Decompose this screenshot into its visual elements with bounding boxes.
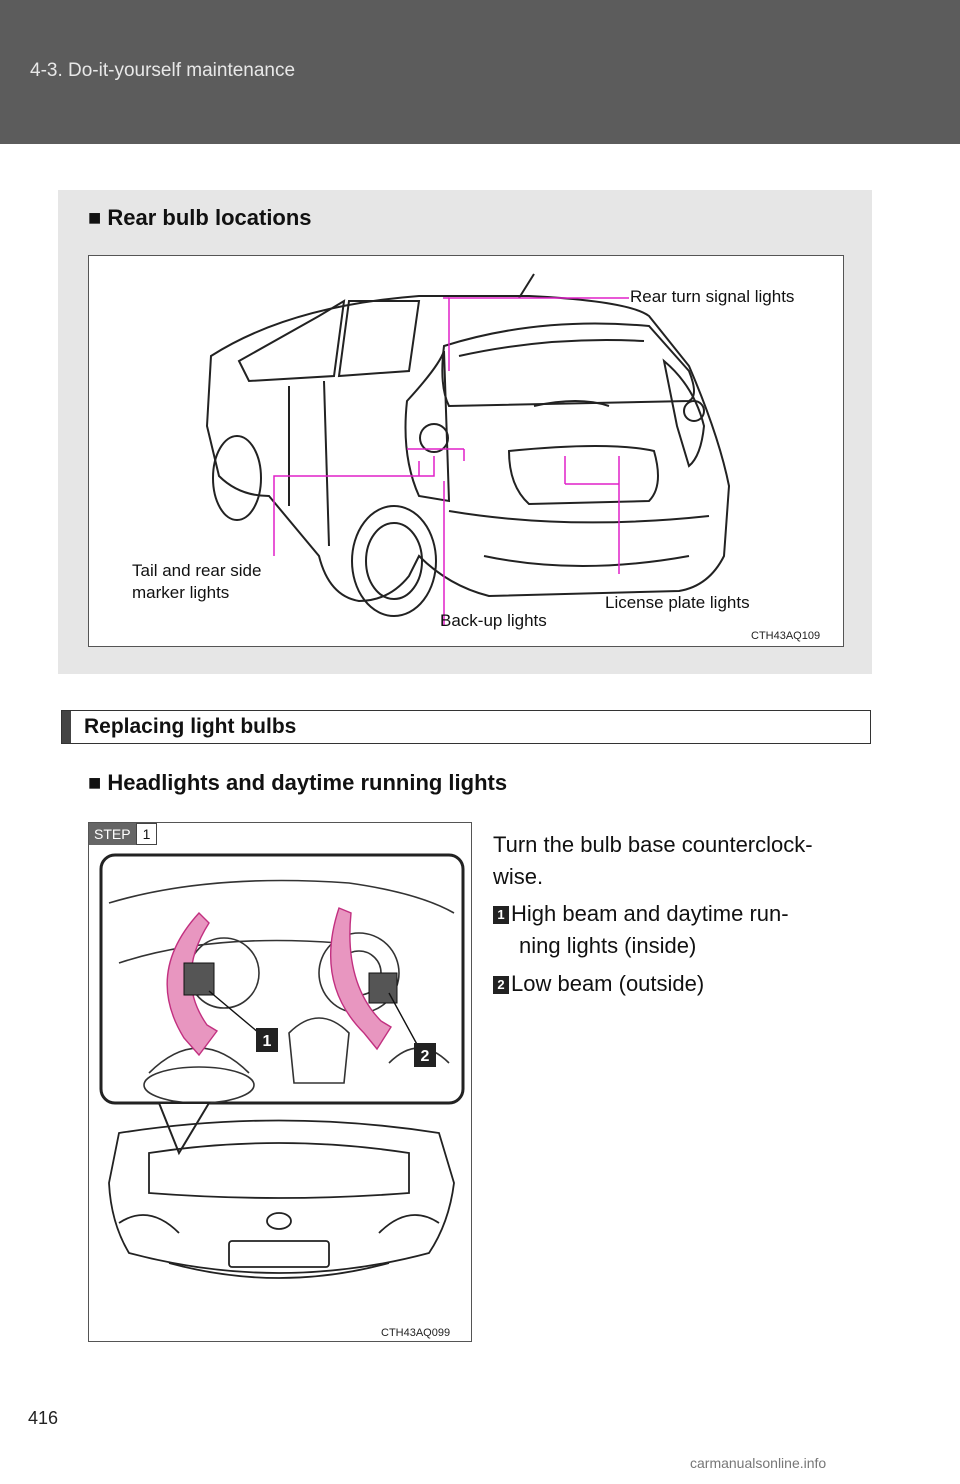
headlight-step-figure: STEP 1 1 2 (88, 822, 472, 1342)
item-1-line2: ning lights (inside) (519, 933, 697, 958)
callout-2: 2 (421, 1048, 430, 1065)
label-tail-lights-line2: marker lights (132, 583, 230, 602)
headlight-figure-code: CTH43AQ099 (381, 1327, 451, 1339)
rear-figure-code: CTH43AQ109 (751, 630, 821, 642)
replacing-heading-bar: Replacing light bulbs (61, 710, 871, 744)
step-badge: STEP 1 (89, 823, 158, 845)
watermark: carmanualsonline.info (690, 1455, 827, 1471)
item-2-number: 2 (493, 976, 509, 995)
step-number: 1 (135, 823, 158, 845)
label-license-plate-lights: License plate lights (605, 593, 750, 612)
rear-car-illustration (205, 273, 731, 626)
rear-bulb-heading: ■ Rear bulb locations (88, 205, 312, 230)
headlight-illustration: 1 2 (99, 853, 465, 1279)
replacing-title: Replacing light bulbs (84, 715, 297, 738)
headlights-subheading: ■ Headlights and daytime running lights (88, 770, 508, 795)
step-label: STEP (89, 823, 136, 845)
label-rear-turn-signal: Rear turn signal lights (630, 287, 795, 306)
item-1-text-a: High beam and daytime run- (511, 901, 789, 926)
instruction-line2: wise. (493, 864, 544, 889)
instruction-line1: Turn the bulb base counterclock- (493, 832, 813, 857)
item-1-number: 1 (493, 906, 509, 925)
callout-1: 1 (263, 1033, 272, 1050)
section-breadcrumb: 4-3. Do-it-yourself maintenance (30, 60, 296, 81)
rear-car-figure: CTH43AQ109 (88, 255, 844, 647)
page-number: 416 (28, 1408, 59, 1428)
label-back-up-lights: Back-up lights (440, 611, 547, 630)
page-header: 4-3. Do-it-yourself maintenance (0, 0, 960, 144)
label-tail-lights-line1: Tail and rear side (132, 561, 262, 580)
item-2-text: Low beam (outside) (511, 971, 705, 996)
heading-tab (62, 711, 71, 743)
